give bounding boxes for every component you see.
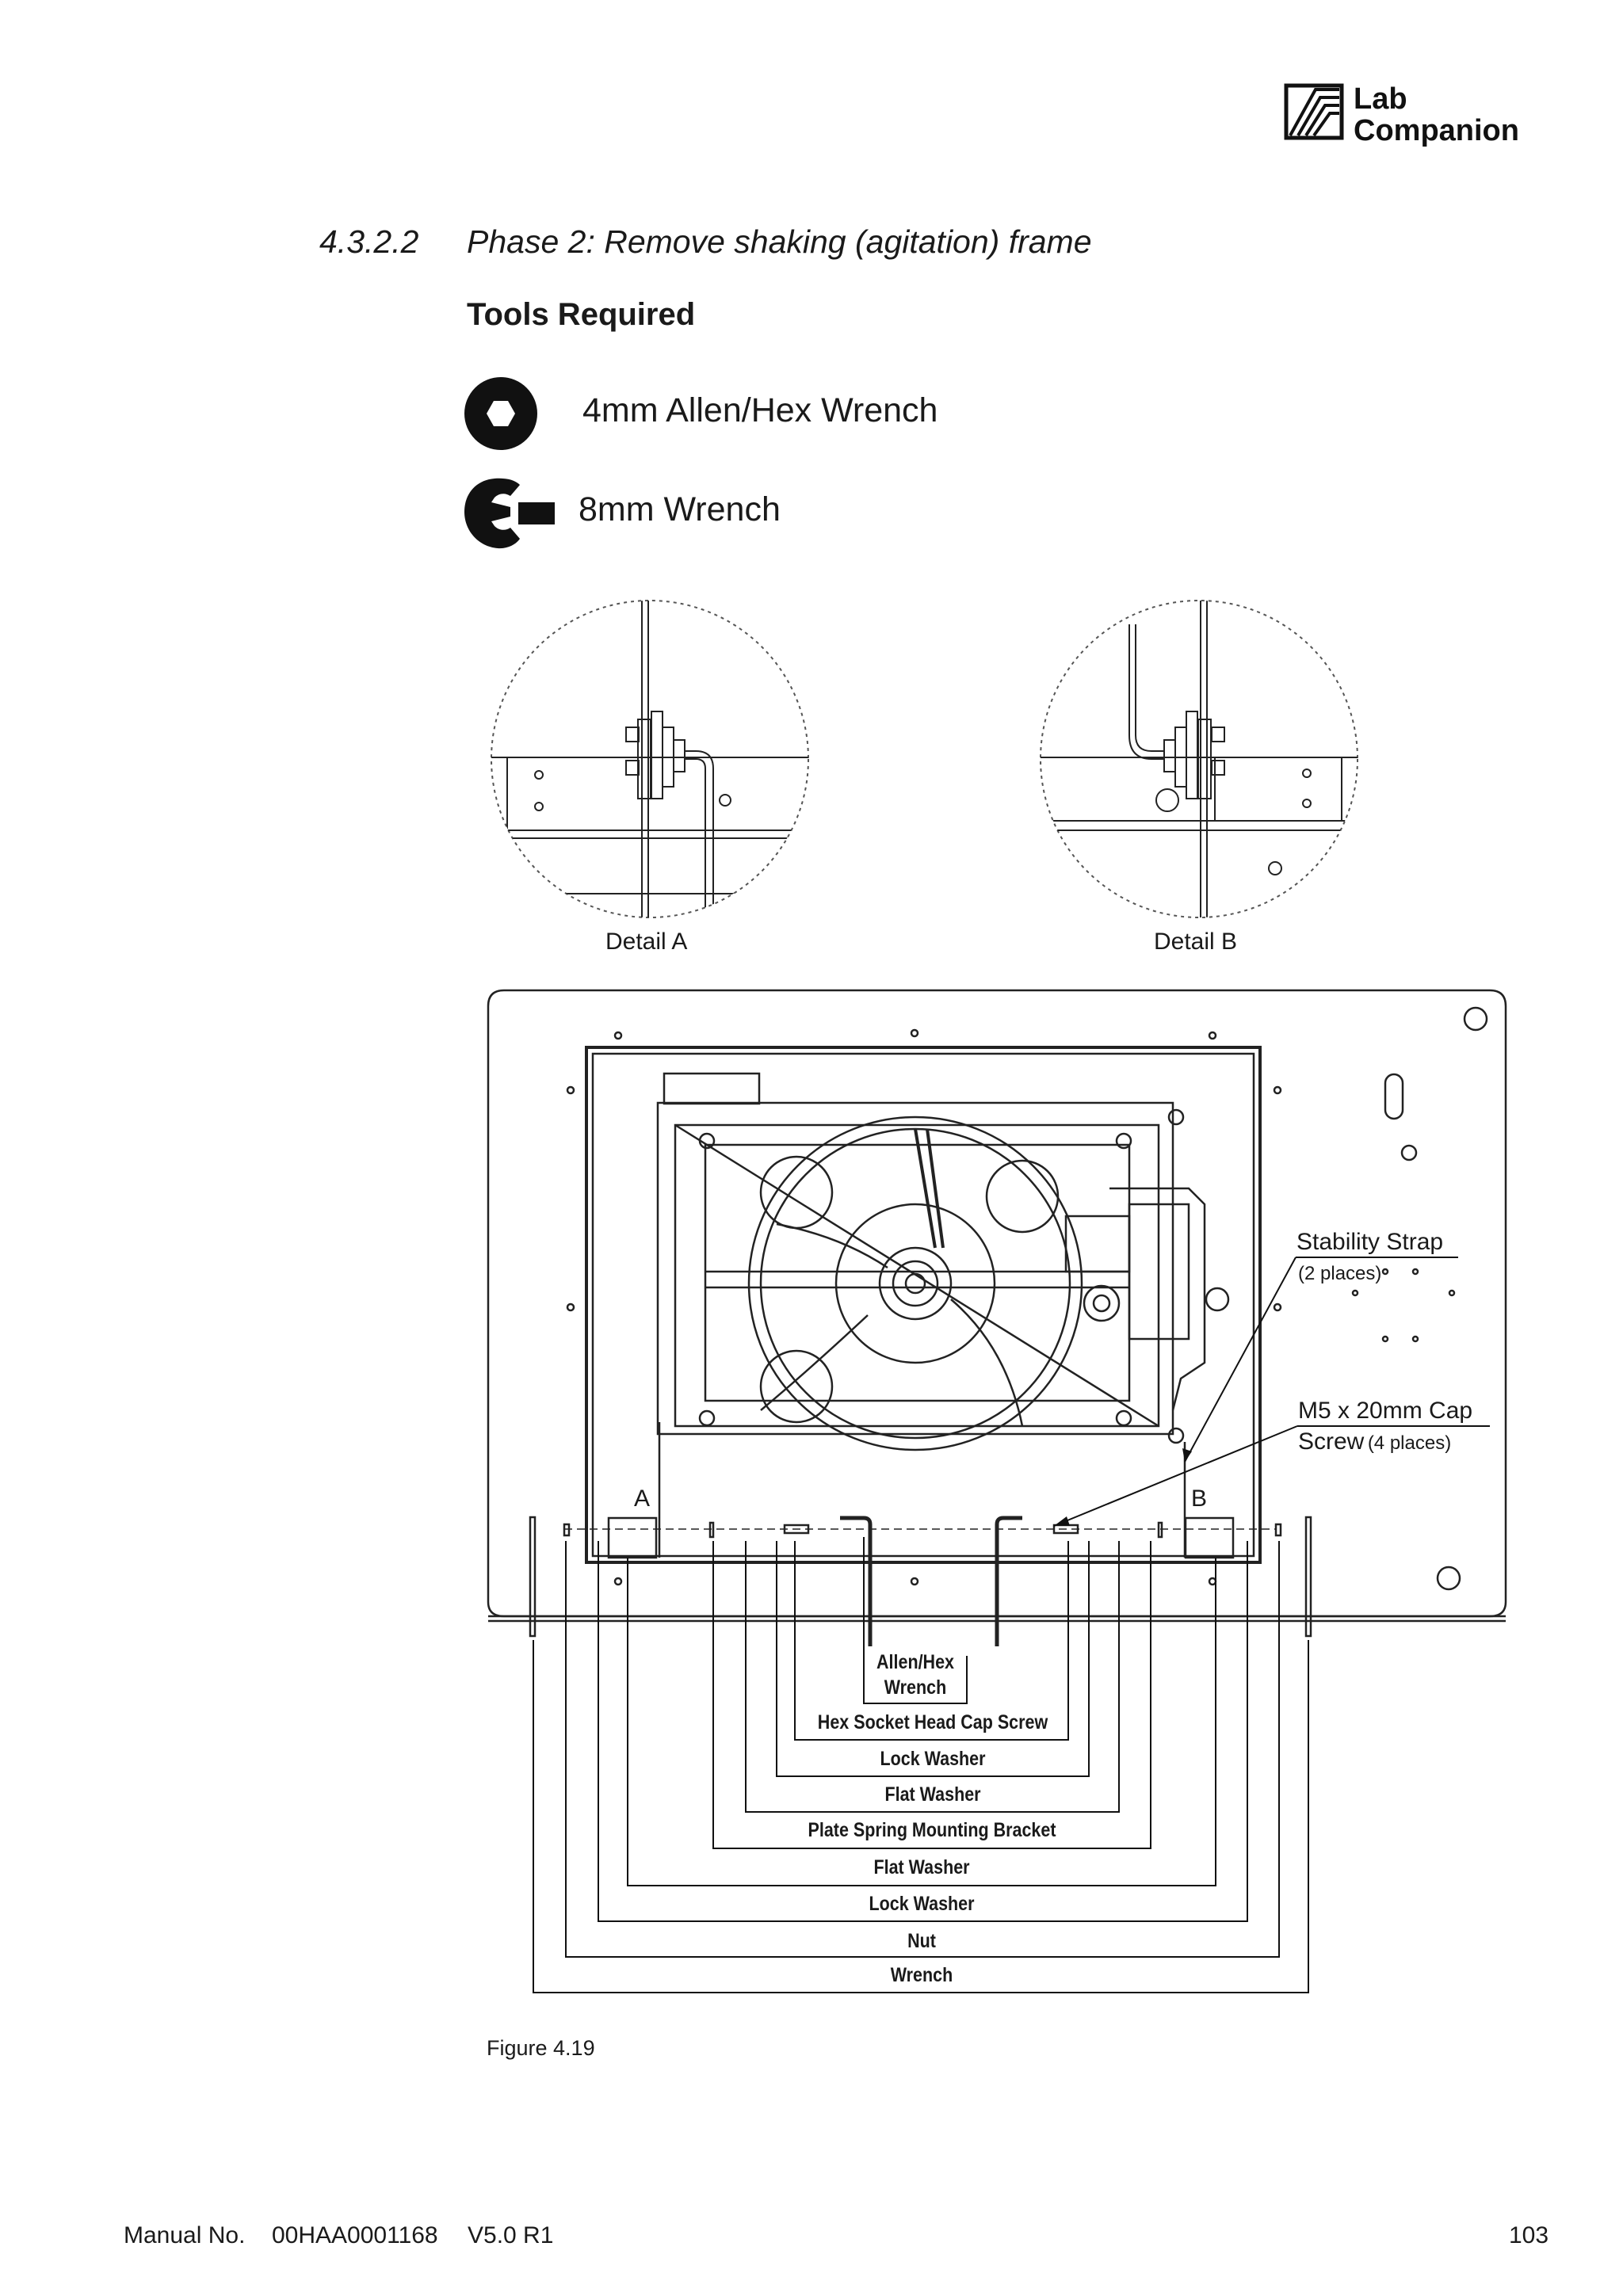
- logo-line-2: Companion: [1354, 114, 1519, 147]
- part-label-allen-wrench: Allen/Hex Wrench: [876, 1651, 954, 1699]
- callout-stability-strap: Stability Strap: [1296, 1229, 1444, 1255]
- detail-a-drawing: [491, 600, 809, 918]
- part-label-wrench: Wrench: [890, 1964, 953, 1986]
- part-label-flat-washer-1: Flat Washer: [884, 1783, 981, 1806]
- detail-b-drawing: [1040, 600, 1358, 918]
- part-label-flat-washer-2: Flat Washer: [873, 1856, 970, 1878]
- lab-companion-logo-icon: [1284, 83, 1344, 140]
- callout-cap-screw-line2: Screw (4 places): [1298, 1428, 1451, 1455]
- section-number: 4.3.2.2: [319, 223, 419, 260]
- marker-a: A: [634, 1486, 651, 1512]
- tools-heading: Tools Required: [467, 297, 696, 332]
- section-title: Phase 2: Remove shaking (agitation) fram…: [467, 223, 1092, 260]
- marker-b: B: [1191, 1486, 1208, 1512]
- callout-cap-screw-word: Screw: [1298, 1428, 1365, 1455]
- footer-page-number: 103: [1509, 2222, 1549, 2248]
- logo-line-1: Lab: [1354, 82, 1407, 116]
- part-label-cap-screw: Hex Socket Head Cap Screw: [817, 1711, 1048, 1733]
- figure-caption: Figure 4.19: [487, 2036, 595, 2060]
- callout-stability-strap-count: (2 places): [1298, 1263, 1382, 1284]
- company-logo: Lab Companion: [1284, 83, 1553, 147]
- tool-label-hex: 4mm Allen/Hex Wrench: [582, 391, 938, 429]
- hex-key-icon: [464, 377, 537, 450]
- callout-cap-screw-line1: M5 x 20mm Cap: [1298, 1398, 1473, 1424]
- part-label-mounting-bracket: Plate Spring Mounting Bracket: [808, 1819, 1056, 1841]
- detail-b-label: Detail B: [1154, 929, 1238, 955]
- footer-manual-label: Manual No.: [124, 2222, 246, 2248]
- wrench-icon: [464, 478, 555, 549]
- footer-manual-number: 00HAA0001168: [272, 2222, 438, 2248]
- detail-a-label: Detail A: [605, 929, 688, 955]
- part-label-lock-washer-1: Lock Washer: [880, 1748, 986, 1770]
- part-label-lock-washer-2: Lock Washer: [869, 1893, 975, 1915]
- footer-version: V5.0 R1: [468, 2222, 554, 2248]
- tool-label-wrench: 8mm Wrench: [579, 490, 781, 528]
- part-label-nut: Nut: [907, 1930, 936, 1952]
- callout-cap-screw-count: (4 places): [1367, 1432, 1452, 1454]
